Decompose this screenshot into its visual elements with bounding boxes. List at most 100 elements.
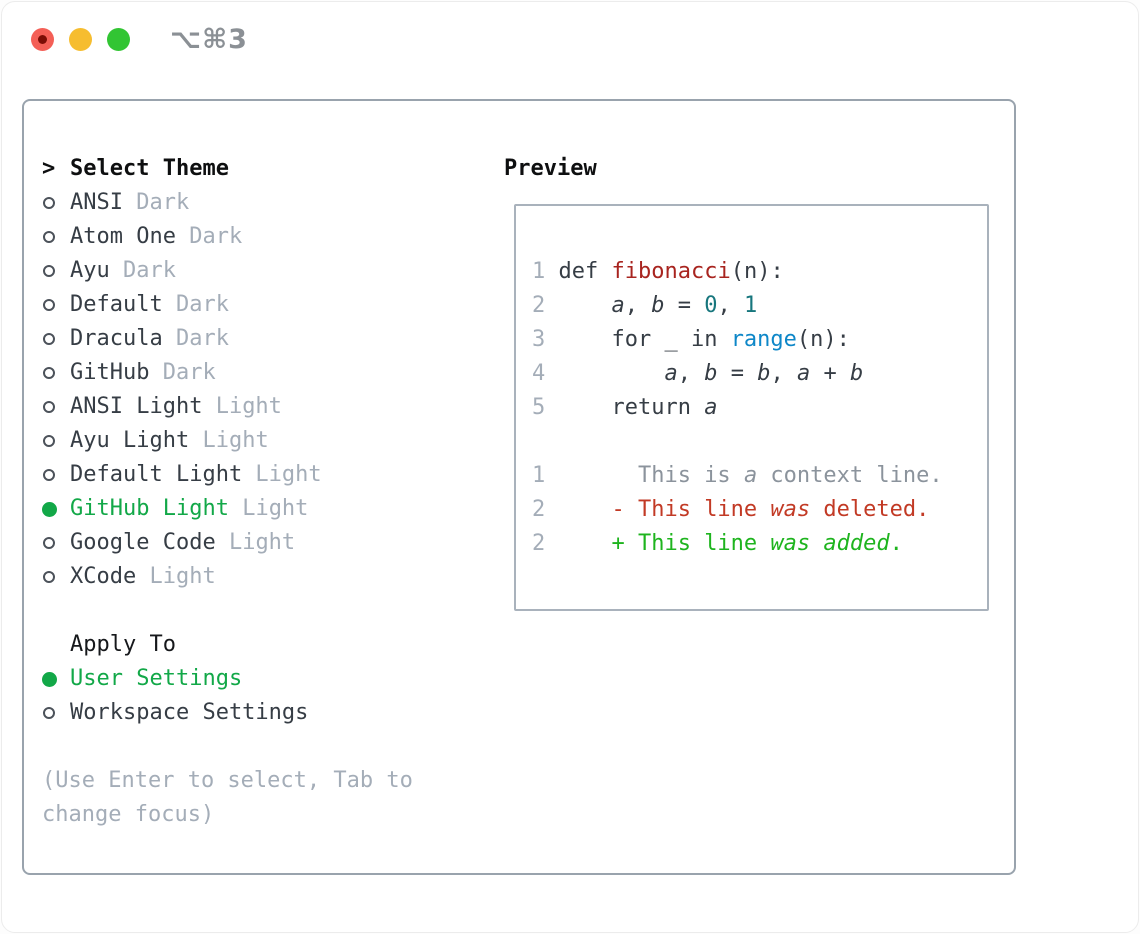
code-token: return (545, 395, 705, 420)
code-token: b (757, 361, 771, 386)
radio-icon (42, 469, 70, 481)
preview-title: Preview (504, 156, 597, 181)
item-variant-label: Dark (149, 360, 216, 385)
code-line: 2 a, b = 0, 1 (532, 289, 987, 323)
theme-option-ayu-light[interactable]: Ayu Light Light (42, 424, 492, 458)
code-token: deleted. (810, 497, 930, 522)
item-label: Ayu Light (70, 428, 190, 453)
radio-icon (42, 197, 70, 209)
apply-to-header: Apply To (42, 628, 492, 662)
code-line: 1 This is a context line. (532, 459, 987, 493)
spacer (42, 594, 492, 628)
code-token: for _ in (545, 327, 731, 352)
item-label: GitHub Light (70, 496, 229, 521)
item-label: Dracula (70, 326, 163, 351)
radio-icon (42, 435, 70, 447)
apply-option-user-settings[interactable]: User Settings (42, 662, 492, 696)
code-token: , (624, 293, 652, 318)
item-label: ANSI Light (70, 394, 203, 419)
code-token: a (611, 293, 625, 318)
zoom-button[interactable] (107, 28, 130, 51)
code-line: 4 a, b = b, a + b (532, 357, 987, 391)
code-token: 0 (704, 293, 718, 318)
minimize-button[interactable] (69, 28, 92, 51)
prompt-caret-icon: > (42, 156, 56, 181)
code-token: , (770, 361, 797, 386)
theme-option-atom-one[interactable]: Atom One Dark (42, 220, 492, 254)
code-token: context line. (757, 463, 943, 488)
code-token: , (717, 293, 744, 318)
code-token: a (664, 361, 678, 386)
code-token: range (730, 327, 797, 352)
item-label: XCode (70, 564, 137, 589)
code-token: def (545, 259, 612, 284)
code-token: b (849, 361, 864, 386)
item-label: Google Code (70, 530, 216, 555)
item-variant-label: Dark (109, 258, 176, 283)
code-token: = (717, 361, 758, 386)
item-label: ANSI (70, 190, 123, 215)
item-label: Default (70, 292, 163, 317)
theme-option-dracula[interactable]: Dracula Dark (42, 322, 492, 356)
code-line: 3 for _ in range(n): (532, 323, 987, 357)
code-token: 1 (743, 293, 758, 318)
code-token (545, 293, 611, 318)
item-variant-label: Dark (175, 224, 243, 249)
line-number: 3 (532, 327, 546, 352)
theme-option-github[interactable]: GitHub Dark (42, 356, 492, 390)
item-variant-label: Light (189, 428, 269, 453)
code-token: b (651, 293, 665, 318)
select-theme-header: > Select Theme (42, 152, 492, 186)
code-token: fibonacci (611, 259, 731, 284)
line-number: 2 (532, 497, 546, 522)
radio-icon (42, 537, 70, 549)
close-button[interactable] (31, 28, 54, 51)
radio-icon (42, 299, 70, 311)
code-line: 1 def fibonacci(n): (532, 255, 987, 289)
theme-option-xcode[interactable]: XCode Light (42, 560, 492, 594)
spacer (42, 730, 492, 764)
item-variant-label: Dark (162, 292, 229, 317)
apply-to-title: Apply To (70, 632, 176, 657)
radio-icon (42, 333, 70, 345)
code-token: was (770, 531, 811, 556)
theme-option-google-code[interactable]: Google Code Light (42, 526, 492, 560)
code-token: , (677, 361, 705, 386)
code-token: . (889, 531, 903, 556)
code-token: a (796, 361, 811, 386)
line-number: 1 (532, 463, 546, 488)
item-variant-label: Dark (162, 326, 229, 351)
theme-option-ansi[interactable]: ANSI Dark (42, 186, 492, 220)
title-bar: ⌥⌘3 (2, 2, 1138, 76)
code-line: 5 return a (532, 391, 987, 425)
line-number: 1 (532, 259, 546, 284)
window-title: ⌥⌘3 (170, 24, 248, 55)
theme-option-default-light[interactable]: Default Light Light (42, 458, 492, 492)
item-variant-label: Light (242, 462, 322, 487)
radio-icon (42, 571, 70, 583)
radio-icon (42, 401, 70, 413)
theme-option-ayu[interactable]: Ayu Dark (42, 254, 492, 288)
code-token: (n): (796, 327, 850, 352)
theme-option-ansi-light[interactable]: ANSI Light Light (42, 390, 492, 424)
code-token: + This line (545, 531, 771, 556)
code-token (545, 361, 664, 386)
item-label: Atom One (70, 224, 176, 249)
code-token: added (823, 531, 890, 556)
code-token: b (704, 361, 718, 386)
line-number: 5 (532, 395, 546, 420)
code-token: a (704, 395, 718, 420)
code-line (532, 425, 987, 459)
radio-icon (42, 367, 70, 379)
code-token: was (770, 497, 811, 522)
selected-radio-icon (42, 671, 70, 687)
theme-option-github-light[interactable]: GitHub Light Light (42, 492, 492, 526)
theme-option-default[interactable]: Default Dark (42, 288, 492, 322)
apply-option-workspace-settings[interactable]: Workspace Settings (42, 696, 492, 730)
line-number: 2 (532, 293, 546, 318)
code-token: This is (545, 463, 744, 488)
